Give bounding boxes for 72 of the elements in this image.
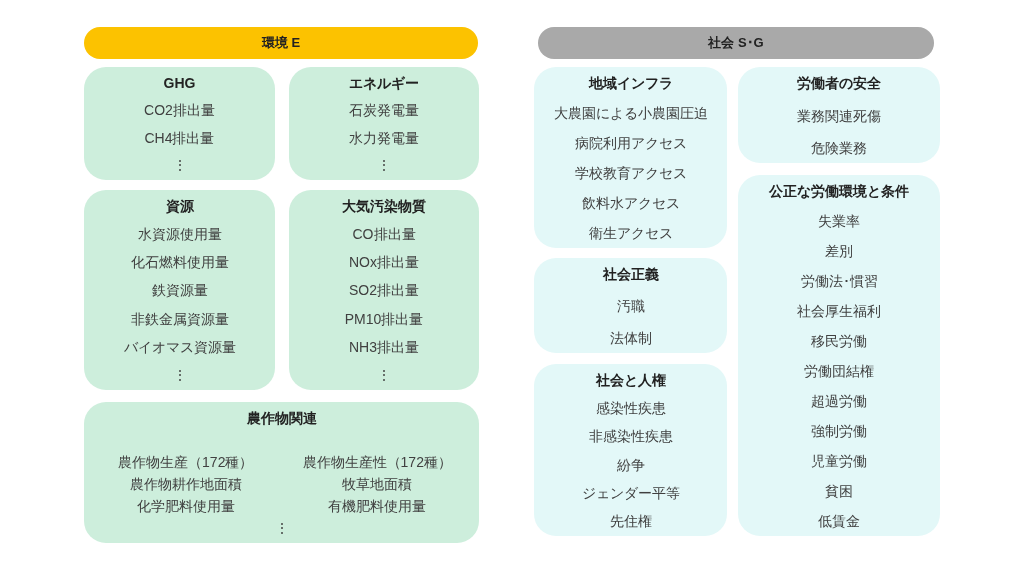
indicator-text: 化学肥料使用量 — [135, 498, 236, 515]
indicator-text: 法体制 — [609, 330, 652, 347]
indicator-text: 農作物耕作地面積 — [128, 476, 243, 493]
indicator-text: SO2排出量 — [349, 282, 419, 300]
indicator-text: 学校教育アクセス — [574, 165, 687, 182]
indicator-text: ⋮ — [377, 366, 391, 384]
indicator-text: 衛生アクセス — [588, 225, 673, 242]
indicator-text: 社会厚生福利 — [797, 303, 881, 320]
indicator-text: PM10排出量 — [344, 310, 424, 328]
indicator-text: 紛争 — [616, 456, 645, 474]
category-card — [534, 258, 727, 353]
indicator-text: CH4排出量 — [144, 129, 215, 147]
card-heading: 労働者の安全 — [797, 75, 881, 92]
category-card — [534, 364, 727, 536]
indicator-text: 失業率 — [818, 213, 860, 230]
indicator-text: NOx排出量 — [349, 254, 419, 272]
indicator-text: ⋮ — [377, 157, 391, 174]
card-heading: 農作物関連 — [246, 410, 317, 427]
indicator-text: ⋮ — [273, 520, 290, 537]
card-heading: 社会正義 — [602, 266, 659, 283]
indicator-text: バイオマス資源量 — [123, 338, 236, 356]
indicator-text: 水力発電量 — [349, 129, 419, 147]
category-band: 社会 S･G — [538, 27, 934, 59]
card-heading: 社会と人権 — [595, 372, 666, 389]
indicator-text: 鉄資源量 — [151, 282, 208, 300]
category-card — [289, 190, 479, 390]
category-card — [738, 67, 940, 163]
card-heading: 大気汚染物質 — [342, 198, 426, 215]
category-card — [289, 67, 479, 180]
indicator-text: ⋮ — [172, 366, 187, 384]
category-card — [84, 190, 275, 390]
indicator-text: 飲料水アクセス — [581, 195, 680, 212]
indicator-text: 移民労働 — [811, 333, 867, 350]
indicator-text: 労働団結権 — [804, 363, 874, 380]
card-heading: エネルギー — [349, 75, 419, 92]
card-heading: 資源 — [165, 198, 194, 215]
indicator-text: ⋮ — [172, 157, 187, 174]
indicator-text: 労働法･慣習 — [800, 273, 878, 290]
card-heading: GHG — [163, 75, 196, 92]
indicator-text: 危険業務 — [811, 140, 867, 157]
card-heading: 公正な労働環境と条件 — [769, 183, 909, 200]
category-card — [84, 67, 275, 180]
indicator-text: 有機肥料使用量 — [327, 498, 428, 515]
indicator-text: 石炭発電量 — [349, 102, 419, 120]
indicator-text: 農作物生産（172種） — [117, 454, 255, 471]
indicator-text: 超過労働 — [811, 393, 867, 410]
indicator-text: 汚職 — [616, 298, 645, 315]
indicator-text: 化石燃料使用量 — [130, 254, 229, 272]
card-heading: 地域インフラ — [588, 75, 673, 92]
indicator-text: 牧草地面積 — [341, 476, 414, 493]
category-card — [738, 175, 940, 536]
indicator-text: 非感染性疾患 — [588, 428, 673, 446]
category-band: 環境 E — [84, 27, 478, 59]
indicator-text: CO排出量 — [352, 226, 416, 244]
indicator-text: 感染性疾患 — [595, 400, 666, 418]
indicator-text: ジェンダー平等 — [581, 484, 680, 502]
indicator-text: NH3排出量 — [349, 338, 419, 356]
indicator-text: 児童労働 — [811, 453, 867, 470]
indicator-text: CO2排出量 — [144, 102, 215, 120]
indicator-text: 農作物生産性（172種） — [301, 454, 453, 471]
indicator-text: 差別 — [825, 243, 853, 260]
indicator-text: 病院利用アクセス — [574, 135, 687, 152]
indicator-text: 水資源使用量 — [137, 226, 222, 244]
indicator-text: 低賃金 — [818, 513, 860, 530]
indicator-text: 大農園による小農園圧迫 — [553, 105, 708, 122]
indicator-text: 先住権 — [609, 512, 652, 530]
indicator-text: 貧困 — [825, 483, 853, 500]
indicator-text: 業務関連死傷 — [797, 107, 881, 125]
indicator-text: 非鉄金属資源量 — [130, 310, 229, 328]
indicator-text: 強制労働 — [811, 423, 867, 440]
category-card — [534, 67, 727, 248]
category-card — [84, 402, 479, 543]
